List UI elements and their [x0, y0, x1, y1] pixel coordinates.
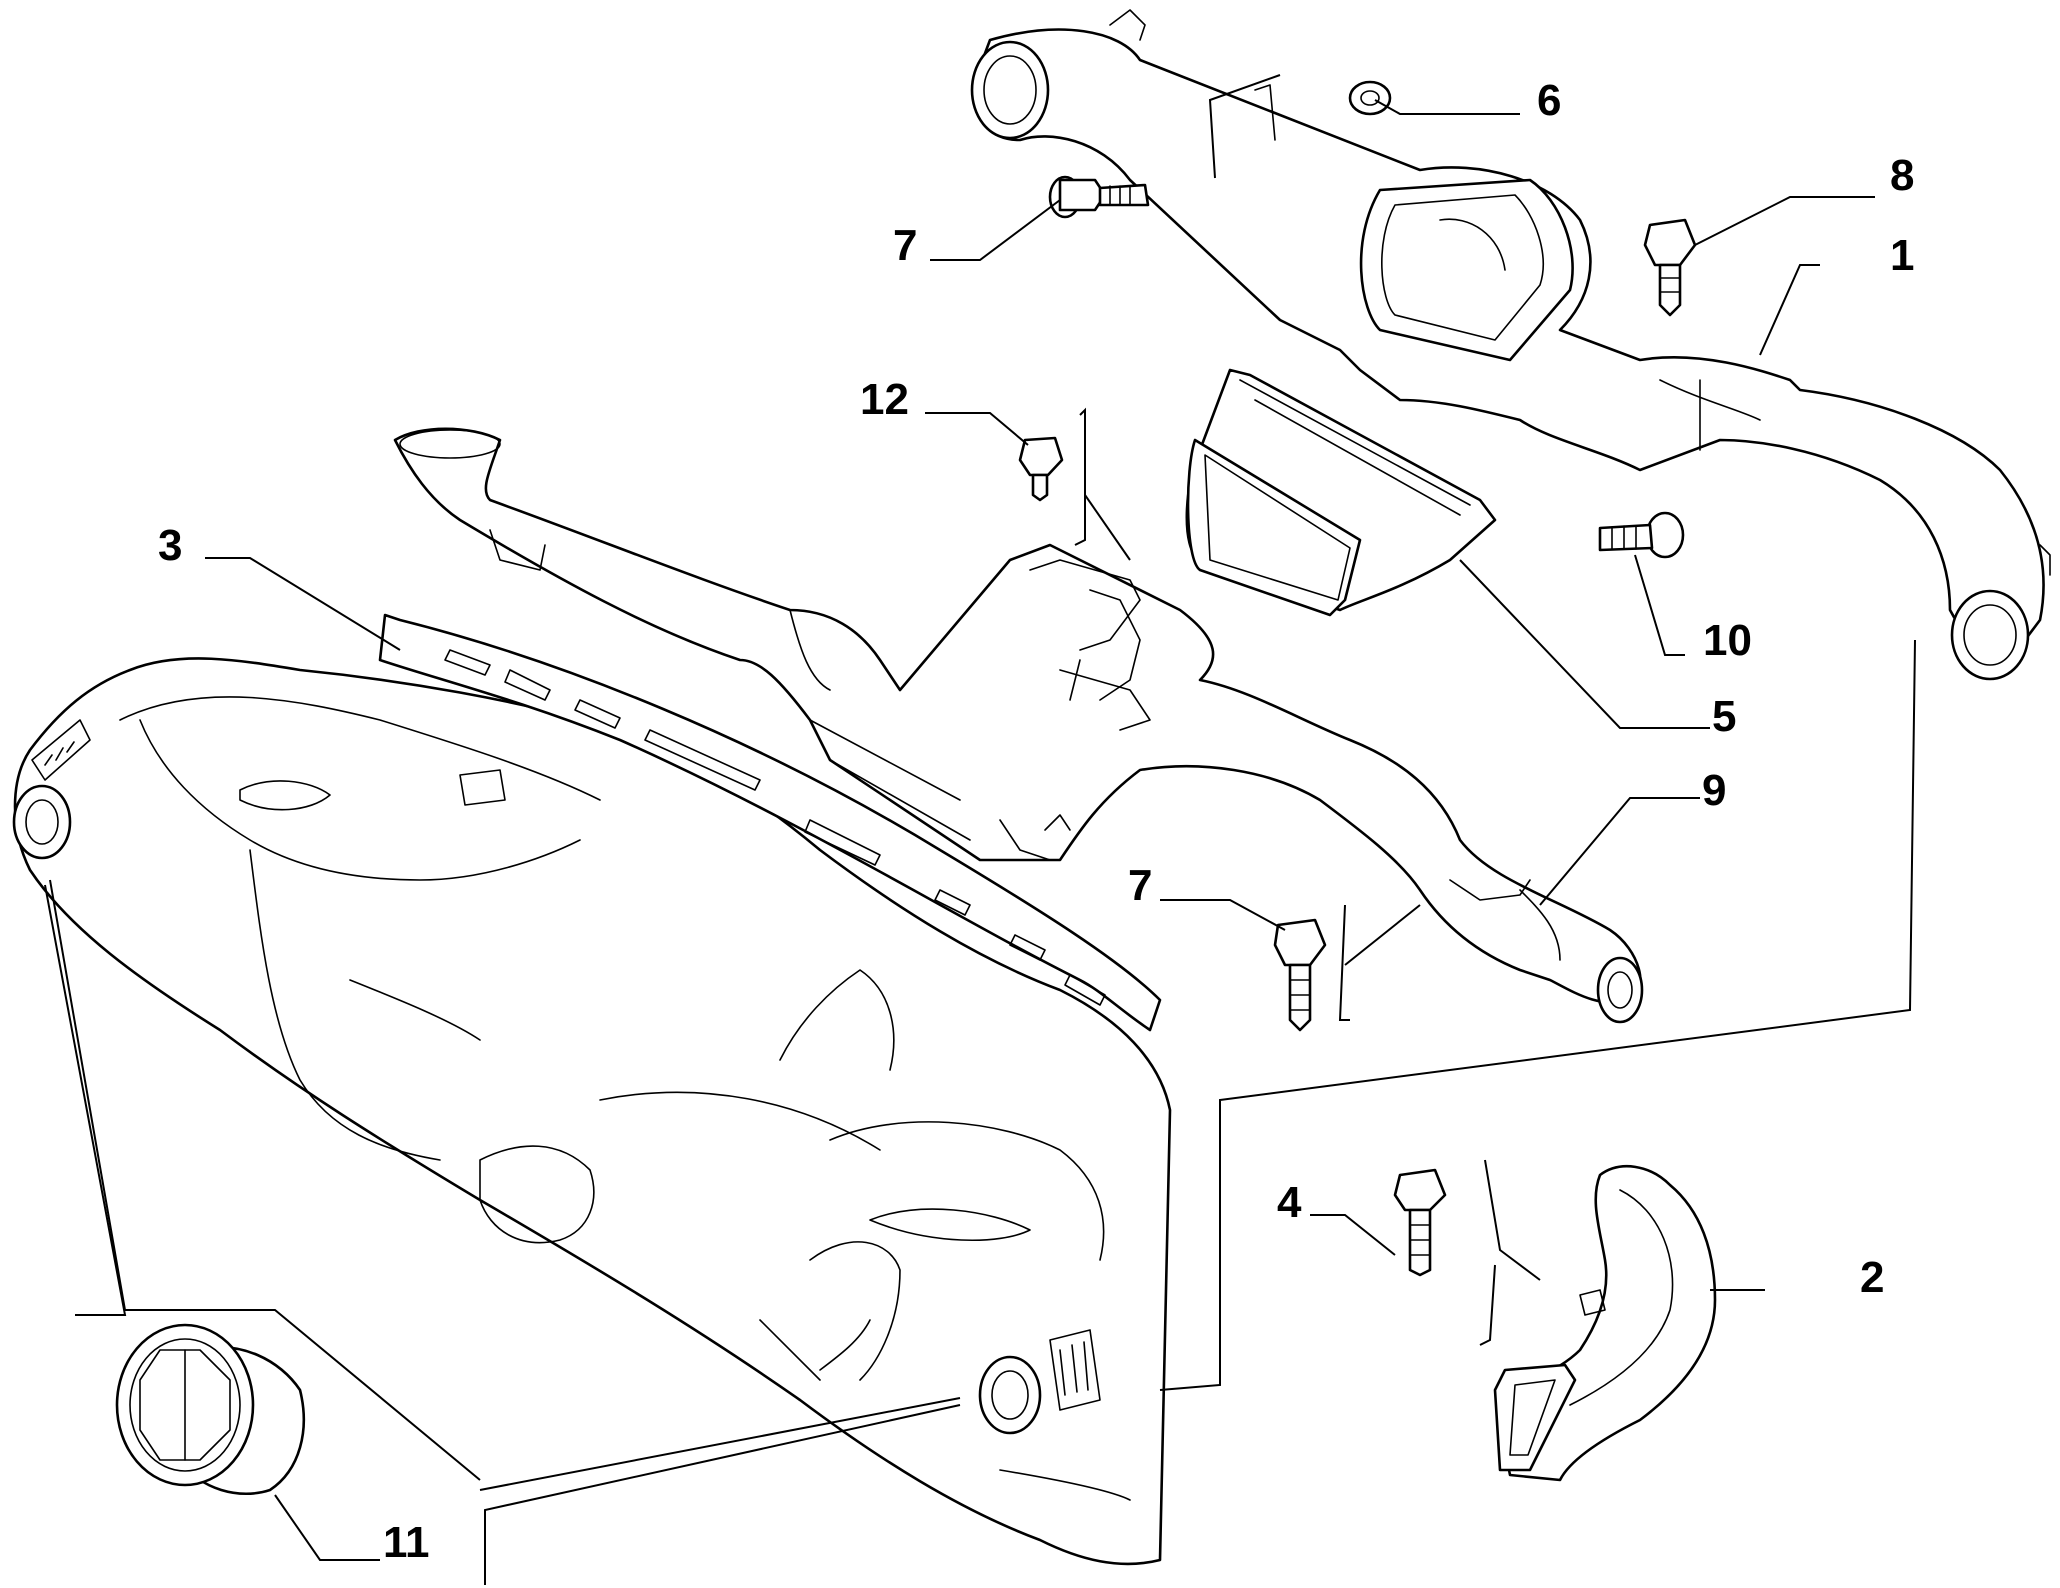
part-12-screw — [1018, 436, 1064, 502]
callout-7-lower: 7 — [1128, 861, 1152, 910]
callout-8: 8 — [1890, 151, 1914, 200]
part-6-nut — [1348, 80, 1392, 116]
callout-1: 1 — [1890, 231, 1914, 280]
part-1-upper-air-duct — [970, 9, 2051, 681]
callout-10: 10 — [1703, 616, 1752, 665]
callout-4: 4 — [1277, 1178, 1302, 1227]
part-7-bolt-lower — [1273, 918, 1327, 1032]
part-3-defrost-vent-strip — [378, 613, 1162, 1032]
callout-12: 12 — [860, 375, 909, 424]
part-8-bolt — [1643, 218, 1697, 317]
part-2-side-duct — [1493, 1164, 1717, 1482]
callout-3: 3 — [158, 521, 182, 570]
part-5-vent-outlet — [1185, 368, 1497, 617]
callout-11: 11 — [383, 1518, 430, 1567]
part-10-bolt — [1598, 511, 1685, 559]
callout-6: 6 — [1537, 76, 1561, 125]
assembly-lines — [44, 74, 1916, 1585]
callout-5: 5 — [1712, 692, 1736, 741]
center-distribution-duct — [393, 427, 1644, 1024]
part-4-bolt — [1393, 1168, 1447, 1277]
callout-7-upper: 7 — [893, 221, 917, 270]
part-7-bolt-upper — [1048, 175, 1150, 219]
callout-leaders — [205, 99, 1875, 1561]
callout-labels: 1 2 3 4 5 6 7 7 8 9 10 11 12 — [158, 76, 1914, 1567]
part-11-round-vent — [115, 1323, 306, 1496]
callout-2: 2 — [1860, 1253, 1884, 1302]
callout-9: 9 — [1702, 766, 1726, 815]
